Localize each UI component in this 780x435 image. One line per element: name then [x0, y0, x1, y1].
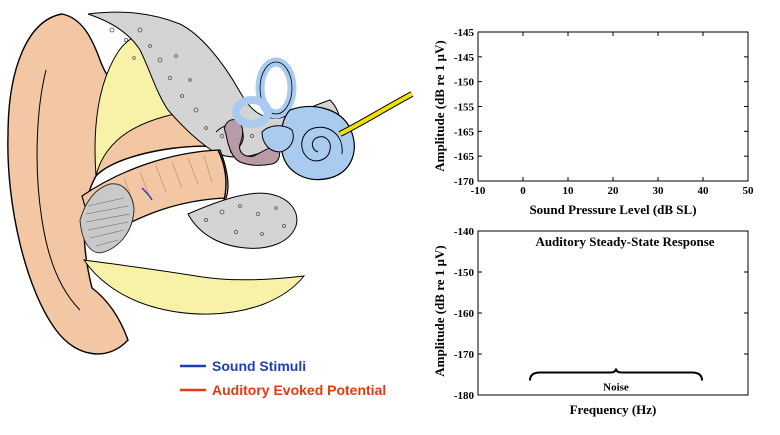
chart2-y-tick-label: -150	[454, 267, 475, 279]
chart1-x-tick-label: 10	[563, 185, 575, 197]
chart2-y-tick-label: -140	[454, 226, 475, 238]
chart1-y-axis-label: Amplitude (dB re 1 µV)	[432, 40, 447, 171]
ear-anatomy-illustration	[7, 11, 414, 355]
chart2-y-tick-label: -180	[454, 390, 475, 402]
chart1-y-axis: -145 -145 -150 -155 -165 -165 -170	[454, 27, 748, 188]
chart1-y-tick-label: -170	[454, 176, 475, 188]
legend-label-aep: Auditory Evoked Potential	[212, 382, 386, 398]
noise-brace	[529, 368, 703, 381]
chart1-x-axis-label: Sound Pressure Level (dB SL)	[529, 202, 696, 217]
chart1-x-axis: -10 0 10 20 30 40 50	[471, 32, 754, 197]
chart1-x-tick-label: 20	[608, 185, 620, 197]
chart1-y-tick-label: -165	[454, 151, 475, 163]
ear-canal-lower-tissue	[82, 259, 306, 315]
chart2-y-axis-label: Amplitude (dB re 1 µV)	[432, 245, 447, 376]
chart1-x-tick-label: 50	[743, 185, 755, 197]
chart1-y-tick-label: -145	[454, 52, 475, 64]
chart1-x-tick-label: -10	[471, 185, 486, 197]
assr-chart: -140 -150 -160 -170 -180 Auditory Steady-Sta…	[432, 226, 749, 417]
earphone-texture	[85, 197, 131, 247]
chart2-x-axis-label: Frequency (Hz)	[570, 402, 657, 417]
chart1-x-tick-label: 0	[520, 185, 526, 197]
chart1-y-tick-label: -155	[454, 102, 475, 114]
chart1-y-tick-label: -165	[454, 126, 475, 138]
cochlea-spiral	[301, 126, 343, 162]
chart1-plot-area	[477, 31, 749, 182]
legend: Sound Stimuli Auditory Evoked Potential	[180, 358, 386, 398]
vestibule	[261, 125, 294, 153]
eardrum	[217, 149, 227, 201]
chart2-y-tick-label: -160	[454, 308, 475, 320]
noise-label: Noise	[603, 381, 629, 393]
chart1-x-tick-label: 40	[698, 185, 710, 197]
sound-stimulus-mark	[141, 187, 153, 201]
chart2-plot-area	[477, 230, 749, 396]
chart2-y-axis: -140 -150 -160 -170 -180	[454, 226, 748, 402]
chart1-y-tick-label: -145	[454, 27, 475, 39]
antihelix	[36, 69, 81, 311]
chart2-title: Auditory Steady-State Response	[535, 234, 714, 249]
chart2-y-tick-label: -170	[454, 349, 475, 361]
temporal-bone-lower	[187, 192, 298, 249]
chart1-y-tick-label: -150	[454, 77, 475, 89]
chart1-x-tick-label: 30	[653, 185, 665, 197]
semicircular-canal-lateral	[232, 96, 272, 128]
amplitude-vs-spl-chart: -145 -145 -150 -155 -165 -165 -170 -10 0 10 20 30 4…	[432, 27, 754, 217]
legend-label-sound-stimuli: Sound Stimuli	[212, 358, 306, 374]
inner-ear	[232, 57, 355, 181]
